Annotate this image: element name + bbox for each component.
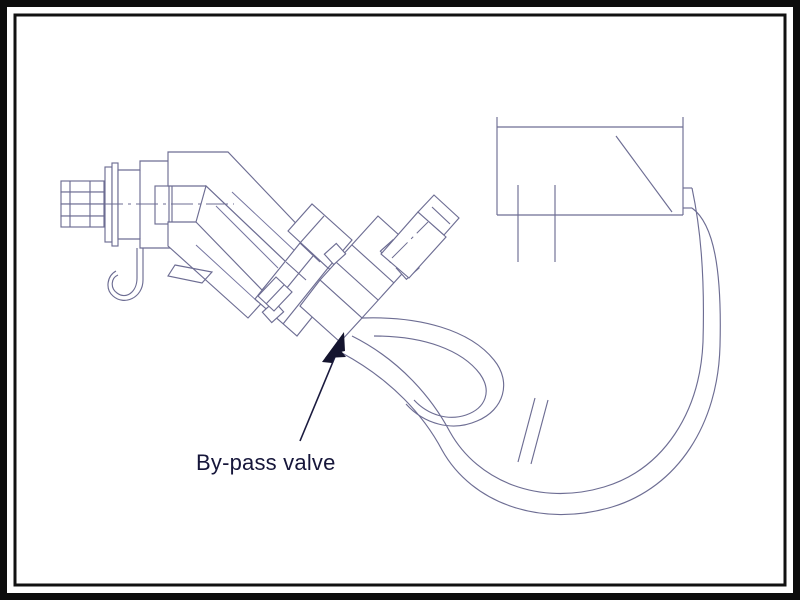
callout-arrow-head-solid [322,332,345,363]
hose-break-symbol [517,397,549,465]
bypass-valve-label: By-pass valve [196,450,336,475]
bypass-valve-callout [299,332,346,442]
reservoir-downpipes [517,185,556,262]
reservoir-tank [496,117,692,262]
pump-main-body [167,151,309,319]
hose-assembly [341,187,721,516]
pump-bracket-fin [167,264,214,284]
valve-pump-neck [285,242,321,281]
valve-port-fitting [380,194,460,279]
pump-drain-hook [107,248,144,301]
bypass-valve-block [257,194,460,343]
valve-lower-bolts [257,276,293,312]
